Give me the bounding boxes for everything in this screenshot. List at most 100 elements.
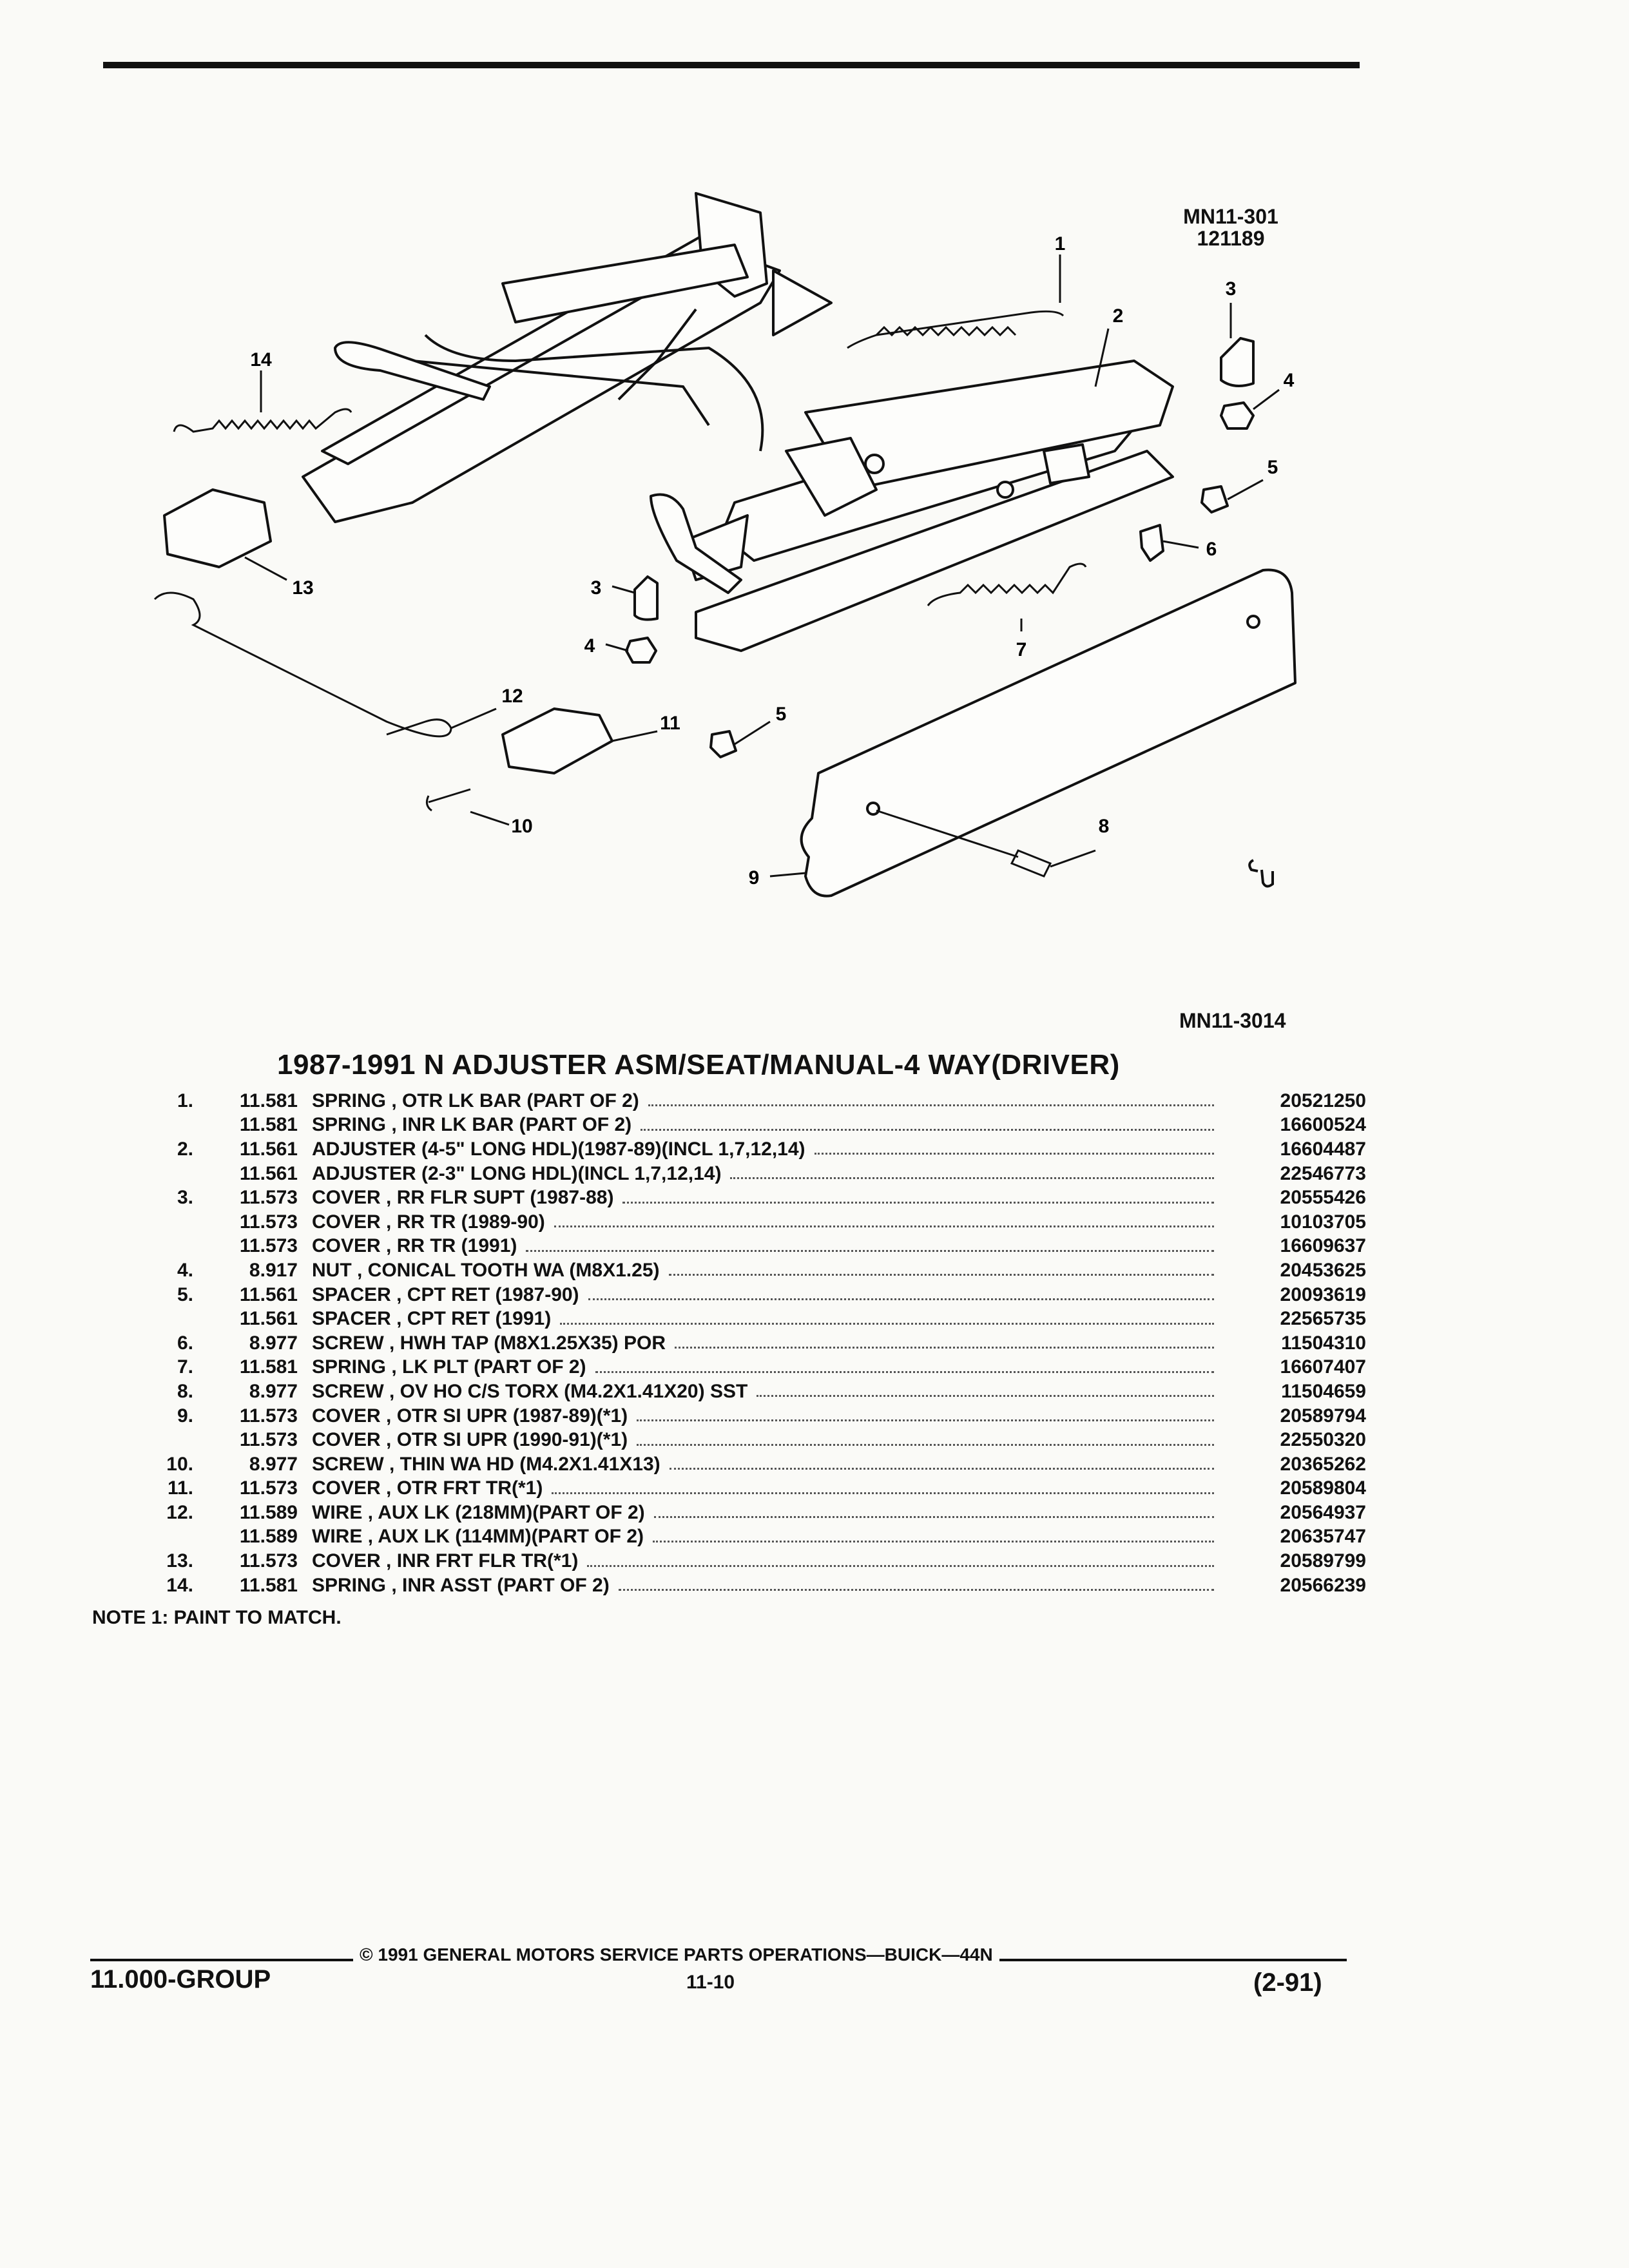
callout-8: 8 (1099, 816, 1110, 837)
part-number: 20555426 (1280, 1187, 1366, 1209)
leader-dots (554, 1225, 1214, 1228)
part-description: SCREW , HWH TAP (M8X1.25X35) POR (312, 1332, 666, 1354)
part-description: SPACER , CPT RET (1991) (312, 1308, 552, 1330)
exploded-parts-diagram: 1 2 3 4 5 6 7 3 4 5 8 9 10 11 12 13 14 (153, 192, 1296, 898)
part-description: COVER , RR FLR SUPT (1987-88) (312, 1187, 614, 1209)
figure-date-code: 121189 (1197, 227, 1265, 250)
part-description: SPRING , LK PLT (PART OF 2) (312, 1356, 586, 1378)
part-number-index: 14. (166, 1574, 193, 1596)
group-number: 11.561 (239, 1308, 298, 1330)
group-label: 11.000-GROUP (90, 1965, 271, 1994)
part-number-index: 8. (177, 1380, 193, 1402)
callout-14: 14 (250, 349, 272, 370)
part-description: COVER , OTR SI UPR (1987-89)(*1) (312, 1405, 628, 1427)
leader-dots (669, 1468, 1214, 1470)
group-number: 11.573 (239, 1187, 298, 1209)
part-description: SPRING , INR ASST (PART OF 2) (312, 1574, 610, 1596)
part-description: SCREW , OV HO C/S TORX (M4.2X1.41X20) SS… (312, 1380, 748, 1402)
part-description: COVER , RR TR (1991) (312, 1235, 517, 1257)
part-number: 11504659 (1281, 1380, 1366, 1402)
group-number: 11.573 (239, 1477, 298, 1499)
part-number: 20564937 (1280, 1501, 1366, 1523)
callout-7: 7 (1016, 639, 1027, 660)
leader-dots (560, 1322, 1214, 1325)
part-number-index: 3. (177, 1187, 193, 1209)
part-description: SPRING , INR LK BAR (PART OF 2) (312, 1114, 632, 1136)
leader-dots (552, 1492, 1214, 1494)
parts-row: 13. 11.573 COVER , INR FRT FLR TR(*1) 20589… (135, 1549, 1366, 1573)
part-3-cover-right-illustration (1220, 337, 1255, 387)
part-number-index: 10. (166, 1453, 193, 1475)
group-number: 11.581 (239, 1356, 298, 1378)
seat-frame-illustration (302, 192, 1174, 652)
parts-row: 11.561 SPACER , CPT RET (1991) 22565735 (135, 1307, 1366, 1331)
group-number: 11.561 (239, 1162, 298, 1184)
callout-9: 9 (749, 867, 760, 889)
group-number: 8.977 (249, 1453, 298, 1475)
part-12-wire-illustration (153, 591, 452, 738)
part-description: COVER , INR FRT FLR TR(*1) (312, 1550, 579, 1572)
part-number: 22550320 (1280, 1429, 1366, 1451)
part-number-index: 12. (166, 1501, 193, 1523)
group-number: 11.581 (239, 1574, 298, 1596)
parts-row: 8. 8.977 SCREW , OV HO C/S TORX (M4.2X1.41… (135, 1379, 1366, 1404)
part-number-index: 13. (166, 1550, 193, 1572)
parts-row: 14. 11.581 SPRING , INR ASST (PART OF 2) 20… (135, 1573, 1366, 1598)
group-number: 8.977 (249, 1380, 298, 1402)
part-number: 20521250 (1280, 1090, 1366, 1111)
parts-row: 10. 8.977 SCREW , THIN WA HD (M4.2X1.41X13… (135, 1452, 1366, 1477)
part-description: SCREW , THIN WA HD (M4.2X1.41X13) (312, 1453, 660, 1475)
part-description: COVER , OTR FRT TR(*1) (312, 1477, 543, 1499)
part-number: 20566239 (1280, 1574, 1366, 1596)
part-8-screw-illustration (876, 809, 1052, 878)
leader-dots (648, 1104, 1214, 1107)
group-number: 11.573 (239, 1405, 298, 1427)
part-number-index: 5. (177, 1283, 193, 1305)
group-number: 8.977 (249, 1332, 298, 1354)
section-title: 1987-1991 N ADJUSTER ASM/SEAT/MANUAL-4 W… (277, 1049, 1120, 1081)
cu-mark-icon (1248, 859, 1274, 888)
group-number: 11.573 (239, 1429, 298, 1451)
part-13-cover-illustration (163, 488, 272, 568)
callout-1: 1 (1055, 233, 1066, 255)
leader-dots (526, 1249, 1214, 1252)
part-5-spacer-right-illustration (1200, 485, 1229, 514)
note: NOTE 1: PAINT TO MATCH. (92, 1607, 342, 1628)
part-description: ADJUSTER (2-3" LONG HDL)(INCL 1,7,12,14) (312, 1162, 722, 1184)
part-number: 20453625 (1280, 1259, 1366, 1281)
leader-dots (595, 1370, 1214, 1373)
part-number-index: 6. (177, 1332, 193, 1354)
leader-dots (622, 1201, 1214, 1204)
part-9-side-cover-illustration (800, 568, 1296, 898)
callout-10: 10 (511, 816, 532, 837)
part-description: ADJUSTER (4-5" LONG HDL)(1987-89)(INCL 1… (312, 1138, 805, 1160)
leader-dots (587, 1564, 1214, 1567)
leader-dots (588, 1298, 1214, 1301)
part-number: 20589794 (1280, 1405, 1366, 1427)
spring-14-illustration (173, 408, 352, 433)
revision-date: (2-91) (1253, 1968, 1322, 1997)
callout-11: 11 (660, 713, 680, 734)
part-11-cover-illustration (501, 707, 613, 774)
group-number: 11.573 (239, 1550, 298, 1572)
part-number: 16600524 (1280, 1114, 1366, 1136)
part-number: 16604487 (1280, 1138, 1366, 1160)
part-number: 11504310 (1281, 1332, 1366, 1354)
part-number: 22565735 (1280, 1308, 1366, 1330)
part-number-index: 9. (177, 1405, 193, 1427)
part-description: COVER , RR TR (1989-90) (312, 1211, 545, 1233)
leader-dots (653, 1516, 1214, 1519)
part-6-screw-illustration (1139, 524, 1164, 562)
leader-dots (653, 1540, 1214, 1542)
part-description: NUT , CONICAL TOOTH WA (M8X1.25) (312, 1259, 660, 1281)
leader-dots (641, 1128, 1214, 1131)
group-number: 11.561 (239, 1283, 298, 1305)
part-number: 20589799 (1280, 1550, 1366, 1572)
part-description: COVER , OTR SI UPR (1990-91)(*1) (312, 1429, 628, 1451)
copyright-line: © 1991 GENERAL MOTORS SERVICE PARTS OPER… (353, 1945, 999, 1965)
group-number: 11.581 (239, 1090, 298, 1111)
callout-12: 12 (501, 686, 523, 707)
callout-13: 13 (292, 577, 313, 599)
